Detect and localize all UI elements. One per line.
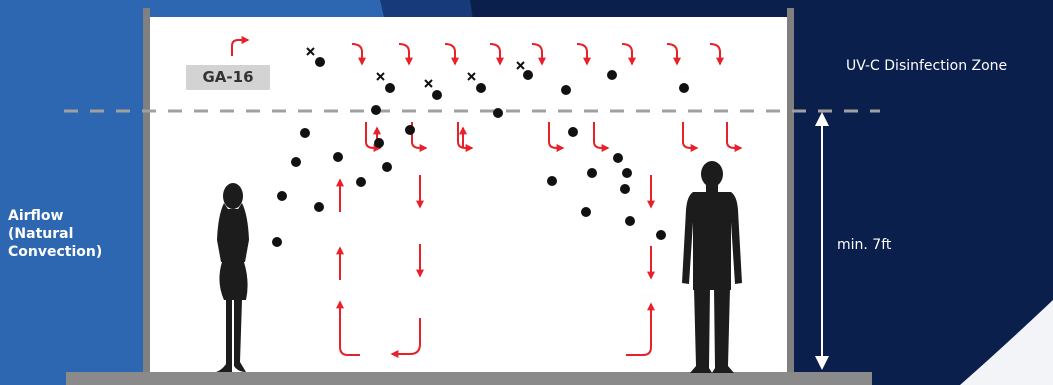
height-indicator xyxy=(815,112,829,370)
x-marks xyxy=(306,47,525,88)
woman-silhouette xyxy=(216,183,249,372)
particles xyxy=(272,57,689,247)
min-height-label: min. 7ft xyxy=(837,237,892,253)
airflow-label-line-1: Airflow xyxy=(8,208,64,224)
device-curved-arrow xyxy=(231,36,250,56)
airflow-label-line-2: (Natural xyxy=(8,226,74,242)
right-wall xyxy=(787,8,794,374)
lower-airflow-arrows xyxy=(365,122,743,152)
man-silhouette xyxy=(682,161,742,373)
left-convection-loop xyxy=(336,175,424,358)
uv-zone-label: UV-C Disinfection Zone xyxy=(846,58,1008,74)
left-wall xyxy=(143,8,150,374)
upper-airflow-arrows xyxy=(351,43,724,66)
airflow-label: Airflow (Natural Convection) xyxy=(8,207,138,261)
floor xyxy=(66,372,872,385)
background-corner-arc xyxy=(960,300,1053,385)
airflow-label-line-3: Convection) xyxy=(8,244,103,260)
device-badge: GA-16 xyxy=(186,65,270,90)
right-convection-loop xyxy=(626,175,655,356)
